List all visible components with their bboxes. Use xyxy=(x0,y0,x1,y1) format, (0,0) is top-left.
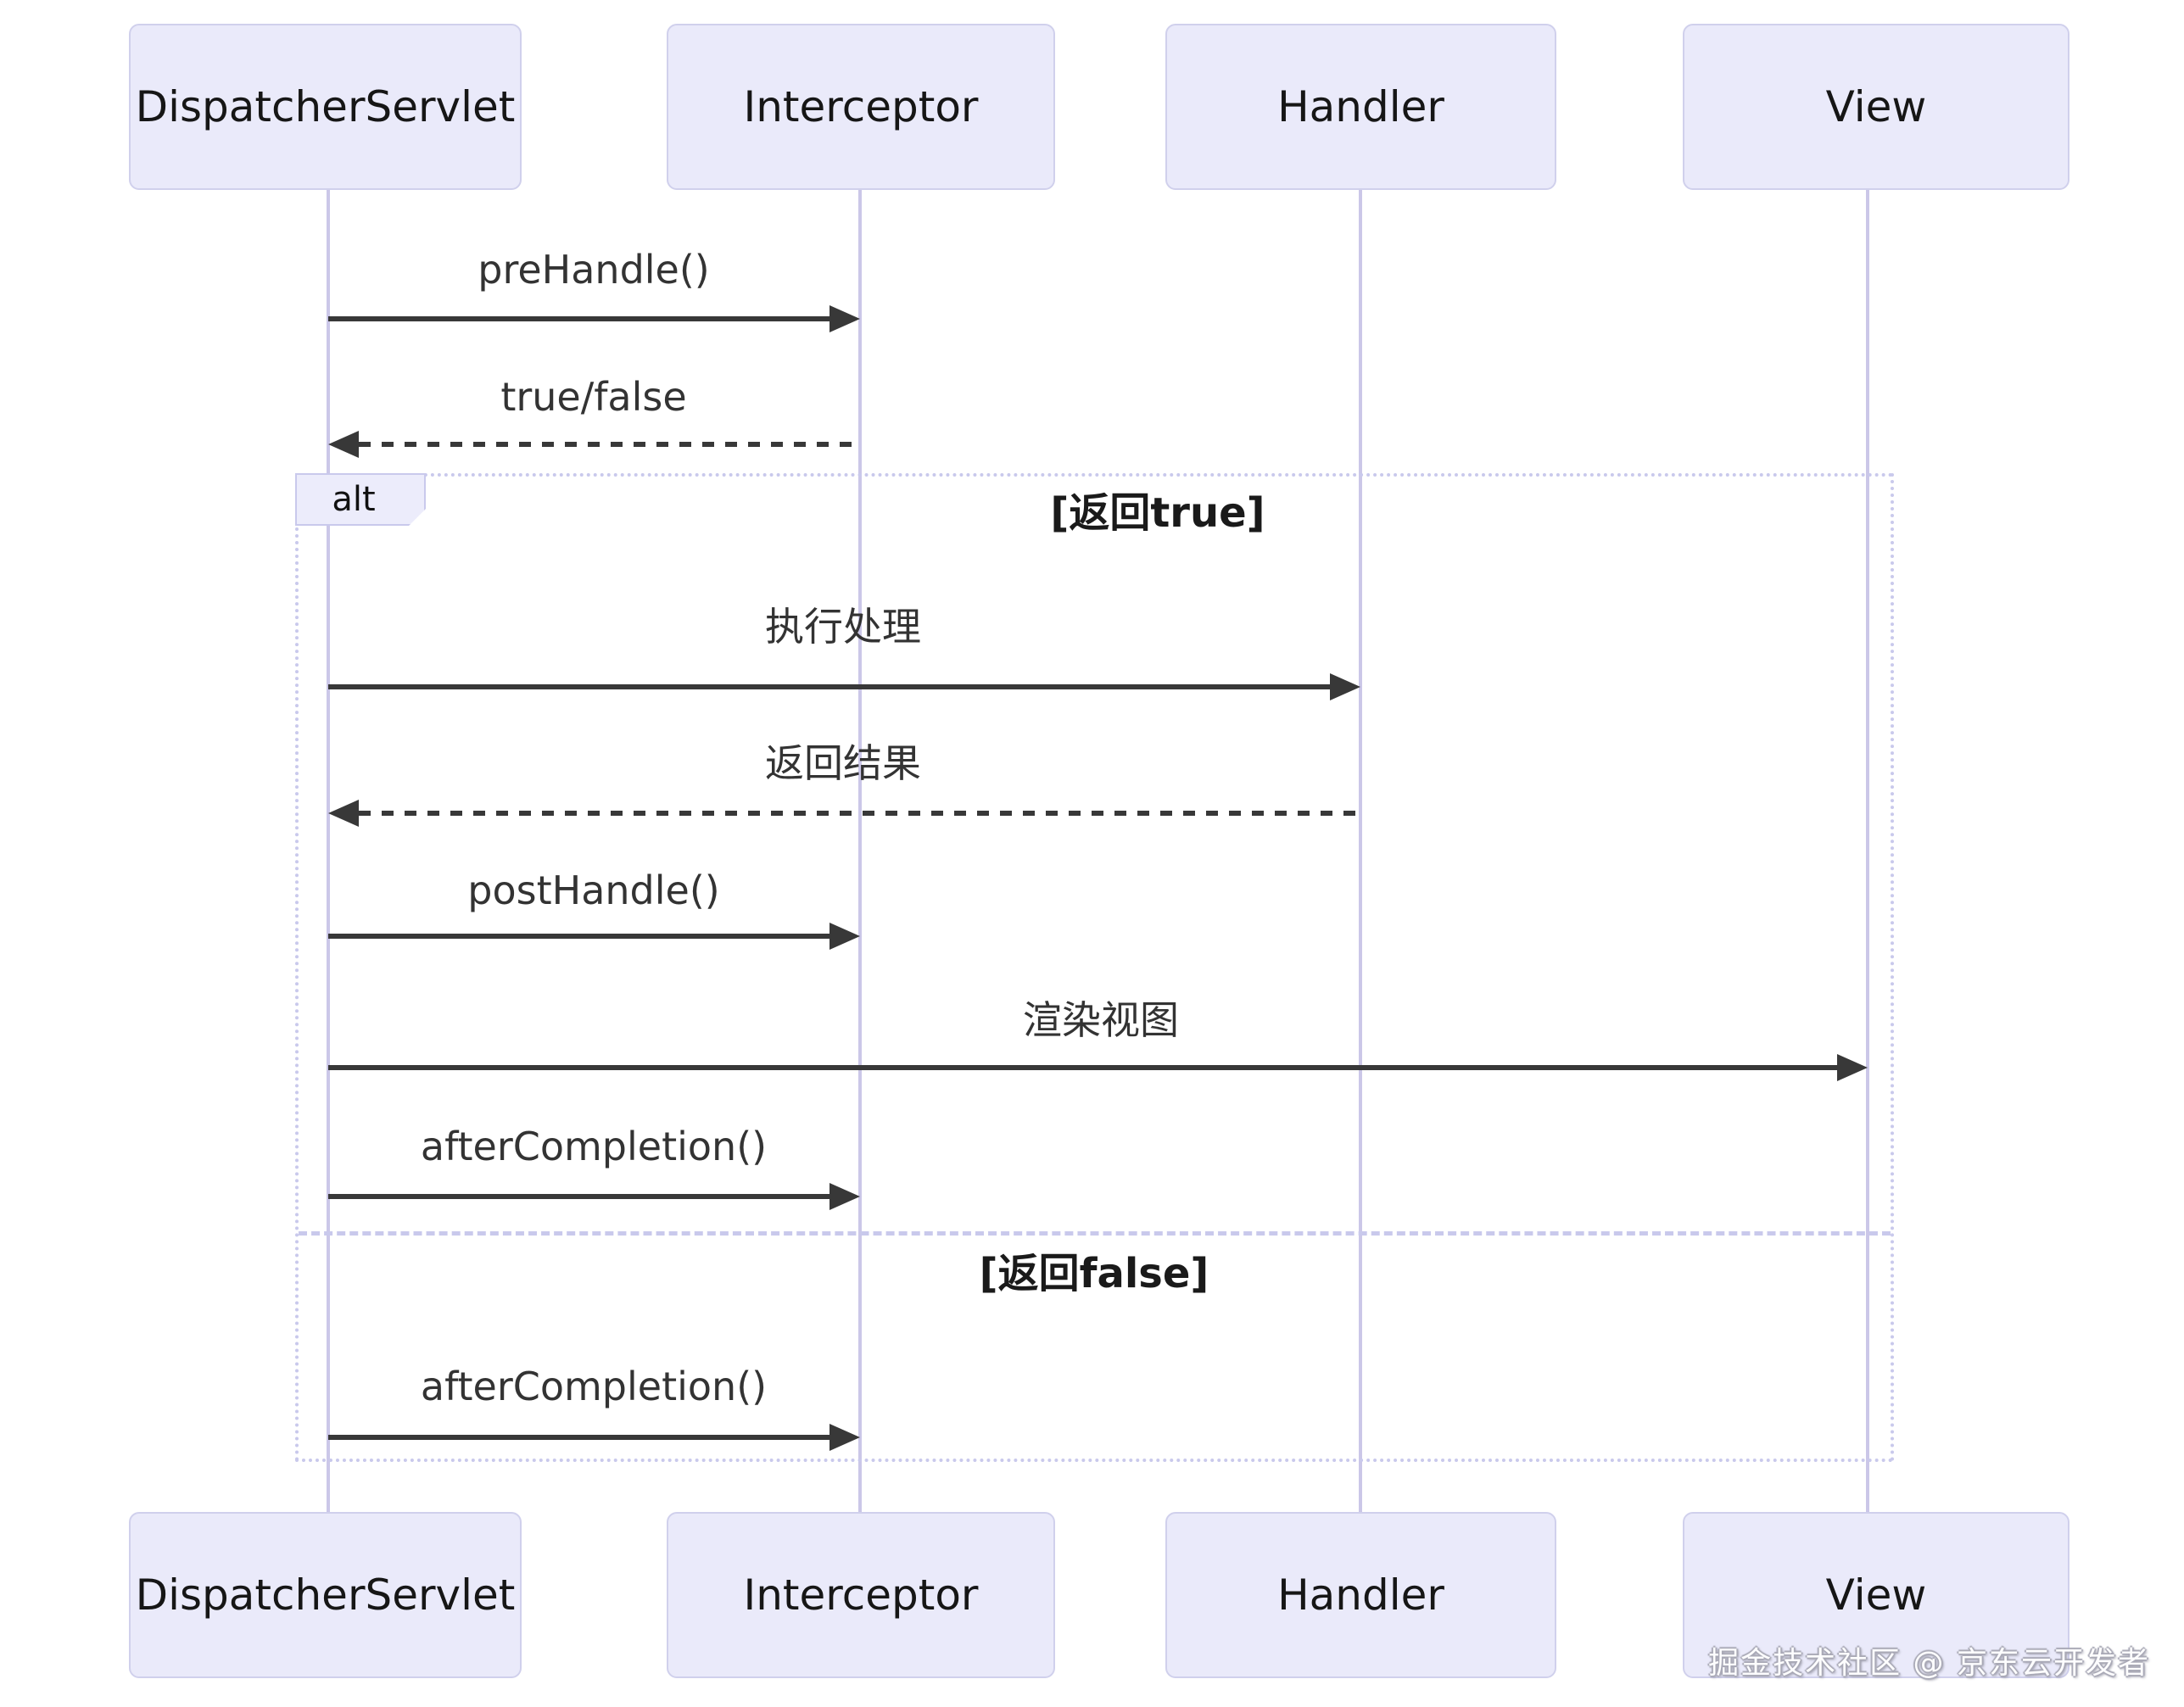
message-arrow xyxy=(328,316,833,321)
message-label: 返回结果 xyxy=(765,740,921,786)
actor-top-interceptor: Interceptor xyxy=(667,24,1055,190)
arrowhead-right-icon xyxy=(1837,1054,1868,1081)
actor-bottom-view: View xyxy=(1683,1512,2069,1678)
lifeline-dispatcher-servlet xyxy=(327,190,330,1512)
message-arrow xyxy=(359,442,860,447)
alt-frame xyxy=(295,473,1894,1462)
arrowhead-right-icon xyxy=(829,305,860,332)
actor-bottom-dispatcher-servlet: DispatcherServlet xyxy=(129,1512,522,1678)
actor-bottom-handler: Handler xyxy=(1165,1512,1556,1678)
arrowhead-right-icon xyxy=(829,1183,860,1210)
lifeline-view xyxy=(1866,190,1869,1512)
message-arrow xyxy=(328,1194,833,1199)
message-label: 渲染视图 xyxy=(1023,997,1179,1043)
alt-condition-return-false: [返回false] xyxy=(979,1250,1209,1297)
actor-bottom-interceptor: Interceptor xyxy=(667,1512,1055,1678)
message-label: afterCompletion() xyxy=(420,1364,768,1409)
arrowhead-right-icon xyxy=(1330,673,1360,700)
message-label: afterCompletion() xyxy=(420,1124,768,1169)
message-arrow xyxy=(328,684,1330,689)
lifeline-handler xyxy=(1359,190,1362,1512)
message-label: true/false xyxy=(500,374,687,420)
arrowhead-left-icon xyxy=(328,800,359,827)
arrowhead-right-icon xyxy=(829,923,860,950)
watermark: 掘金技术社区 @ 京东云开发者 xyxy=(1708,1646,2150,1681)
message-label: 执行处理 xyxy=(765,604,921,650)
message-arrow xyxy=(359,811,1360,816)
arrowhead-left-icon xyxy=(328,431,359,458)
message-label: preHandle() xyxy=(478,247,710,293)
alt-operator-label: alt xyxy=(332,480,376,519)
arrowhead-right-icon xyxy=(829,1424,860,1451)
alt-condition-return-true: [返回true] xyxy=(1050,489,1265,537)
message-arrow xyxy=(328,1065,1837,1070)
message-arrow xyxy=(328,1435,833,1440)
actor-top-handler: Handler xyxy=(1165,24,1556,190)
lifeline-interceptor xyxy=(858,190,862,1512)
alt-operator-tab: alt xyxy=(295,473,426,526)
message-arrow xyxy=(328,934,833,939)
actor-top-view: View xyxy=(1683,24,2069,190)
message-label: postHandle() xyxy=(467,867,720,913)
alt-branch-divider xyxy=(299,1231,1891,1236)
actor-top-dispatcher-servlet: DispatcherServlet xyxy=(129,24,522,190)
